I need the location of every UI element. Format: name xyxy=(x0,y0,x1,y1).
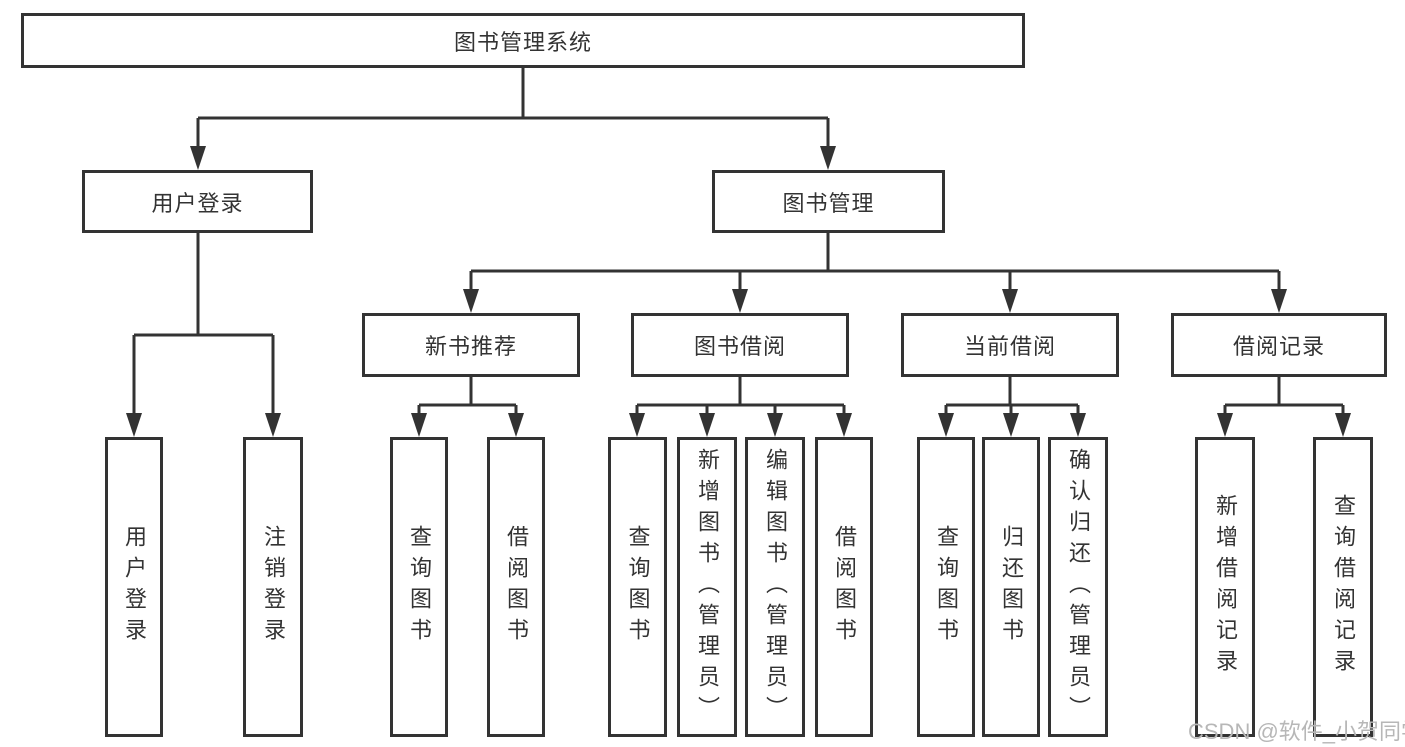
leaf-borrow-books: 借阅图书 xyxy=(815,437,873,737)
connector-borrow-records-to-leaves xyxy=(1217,377,1351,437)
leaf-newbook-borrow-books: 借阅图书 xyxy=(487,437,545,737)
leaf-newbook-query-books: 查询图书 xyxy=(390,437,448,737)
leaf-borrow-query-books: 查询图书 xyxy=(608,437,667,737)
leaf-user-login: 用户登录 xyxy=(105,437,163,737)
node-current-borrow-label: 当前借阅 xyxy=(963,334,1056,359)
leaf-newbook-query-books-label: 查询图书 xyxy=(407,525,432,649)
leaf-logout: 注销登录 xyxy=(243,437,303,737)
leaf-edit-book-admin-label: 编辑图书（管理员） xyxy=(763,447,788,727)
leaf-logout-label: 注销登录 xyxy=(261,525,286,649)
leaf-current-query-books: 查询图书 xyxy=(917,437,975,737)
leaf-newbook-borrow-books-label: 借阅图书 xyxy=(504,525,529,649)
leaf-borrow-query-books-label: 查询图书 xyxy=(625,525,651,649)
node-borrow-records: 借阅记录 xyxy=(1171,313,1387,377)
csdn-watermark: CSDN @软件_小贺同学 xyxy=(1188,719,1405,744)
node-book-management: 图书管理 xyxy=(712,170,945,233)
connector-root-to-level2 xyxy=(190,68,836,170)
leaf-return-books: 归还图书 xyxy=(982,437,1040,737)
node-current-borrow: 当前借阅 xyxy=(901,313,1119,377)
leaf-add-book-admin: 新增图书（管理员） xyxy=(677,437,737,737)
leaf-borrow-books-label: 借阅图书 xyxy=(832,525,857,649)
node-book-borrow: 图书借阅 xyxy=(631,313,849,377)
leaf-add-borrow-record: 新增借阅记录 xyxy=(1195,437,1255,737)
leaf-return-books-label: 归还图书 xyxy=(999,525,1024,649)
connector-book-mgmt-to-level3 xyxy=(463,233,1287,313)
node-user-login: 用户登录 xyxy=(82,170,313,233)
node-root: 图书管理系统 xyxy=(21,13,1025,68)
leaf-query-borrow-record-label: 查询借阅记录 xyxy=(1331,494,1356,680)
node-book-management-label: 图书管理 xyxy=(782,190,875,216)
node-root-label: 图书管理系统 xyxy=(453,29,592,55)
leaf-query-borrow-record: 查询借阅记录 xyxy=(1313,437,1373,737)
leaf-add-borrow-record-label: 新增借阅记录 xyxy=(1213,494,1238,680)
node-user-login-label: 用户登录 xyxy=(151,190,244,216)
leaf-confirm-return-admin: 确认归还（管理员） xyxy=(1048,437,1108,737)
connector-user-login-to-leaves xyxy=(126,233,281,437)
leaf-user-login-label: 用户登录 xyxy=(122,525,147,649)
leaf-add-book-admin-label: 新增图书（管理员） xyxy=(695,447,720,727)
connector-book-borrow-to-leaves xyxy=(629,377,852,437)
connector-new-book-to-leaves xyxy=(411,377,524,437)
leaf-current-query-books-label: 查询图书 xyxy=(934,525,959,649)
node-new-book-recommend-label: 新书推荐 xyxy=(424,334,517,359)
node-borrow-records-label: 借阅记录 xyxy=(1232,334,1325,359)
node-book-borrow-label: 图书借阅 xyxy=(693,334,786,359)
leaf-edit-book-admin: 编辑图书（管理员） xyxy=(745,437,805,737)
leaf-confirm-return-admin-label: 确认归还（管理员） xyxy=(1066,447,1091,727)
connector-current-borrow-to-leaves xyxy=(938,377,1086,437)
node-new-book-recommend: 新书推荐 xyxy=(362,313,580,377)
